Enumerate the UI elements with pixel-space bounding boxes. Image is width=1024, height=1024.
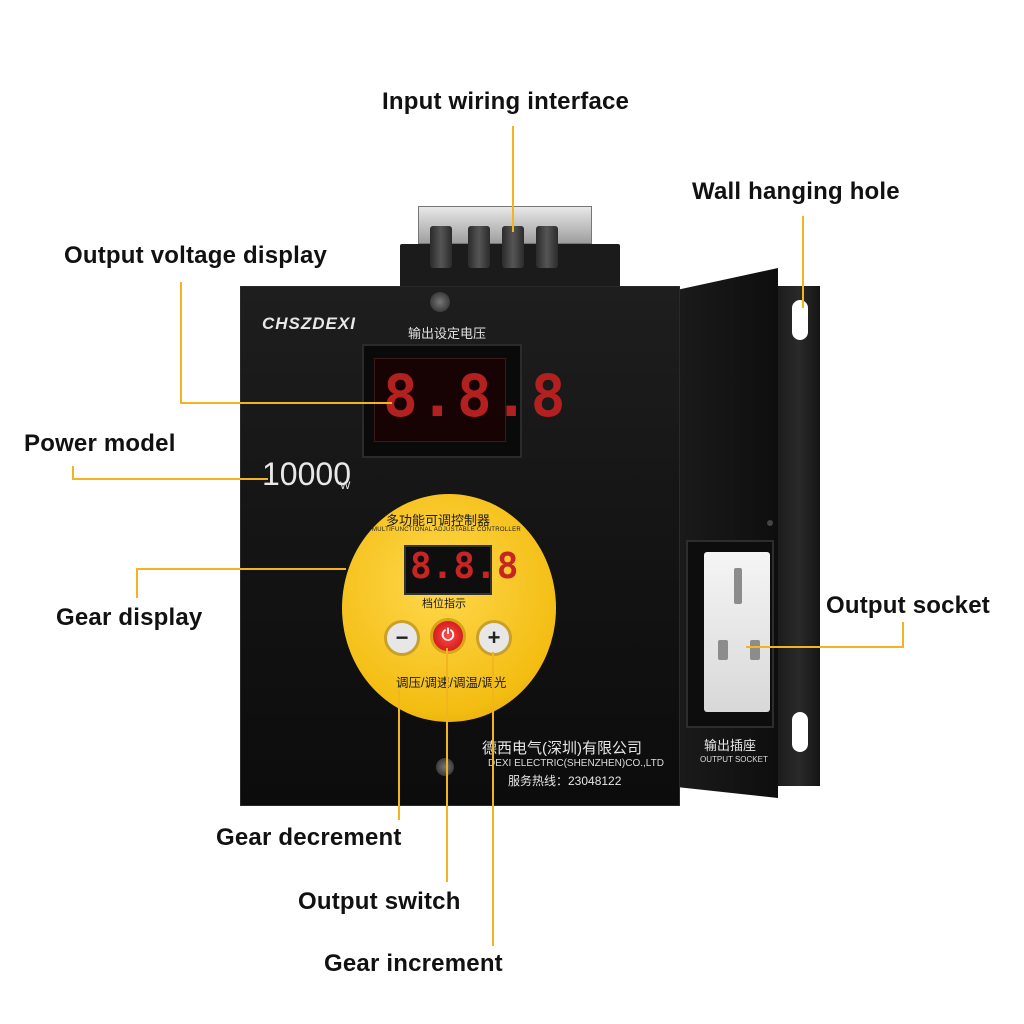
gear-increment-button[interactable]: + (476, 620, 512, 656)
screw-icon (430, 292, 450, 312)
brand-logo: CHSZDEXI (262, 314, 356, 333)
label-input-wiring: Input wiring interface (382, 88, 630, 115)
company-name-en: DEXI ELECTRIC(SHENZHEN)CO.,LTD (488, 758, 664, 769)
leader-line (136, 568, 346, 570)
wall-hanging-hole-top (792, 300, 808, 340)
power-unit-text: W (340, 480, 351, 492)
label-gear-increment: Gear increment (324, 950, 503, 977)
label-wall-hole: Wall hanging hole (692, 178, 900, 205)
leader-line (446, 648, 448, 882)
terminal-screw (502, 226, 524, 268)
dial-title: 多功能可调控制器 (386, 513, 491, 528)
label-gear-display: Gear display (56, 604, 203, 631)
voltage-display-caption: 输出设定电压 (408, 326, 487, 341)
label-output-voltage: Output voltage display (64, 242, 328, 269)
socket-pin-hole (750, 640, 760, 660)
voltage-readout: 8.8.8 (383, 362, 568, 430)
label-output-socket: Output socket (826, 592, 990, 619)
gear-display (404, 545, 492, 595)
leader-line (72, 478, 268, 480)
leader-line (492, 652, 494, 946)
socket-pin-hole (734, 568, 742, 604)
wall-hanging-hole-bottom (792, 712, 808, 752)
terminal-screw (468, 226, 490, 268)
gear-decrement-button[interactable]: − (384, 620, 420, 656)
leader-line (180, 282, 182, 404)
leader-line (802, 216, 804, 308)
leader-line (746, 646, 904, 648)
wall-bracket (778, 286, 820, 786)
terminal-screw (430, 226, 452, 268)
leader-line (136, 568, 138, 598)
control-dial (342, 494, 556, 722)
voltage-display-window (374, 358, 506, 442)
leader-line (180, 402, 392, 404)
gear-readout: 8.8.8 (410, 546, 519, 587)
gear-display-caption: 档位指示 (422, 598, 466, 610)
screw-icon (436, 758, 454, 776)
power-model-text: 10000 (262, 456, 351, 492)
leader-line (72, 466, 74, 480)
service-hotline: 服务热线：23048122 (508, 774, 622, 788)
dial-modes-text: 调压/调速/调温/调光 (396, 676, 507, 690)
rivet-icon (767, 520, 773, 526)
dial-subtitle: MULTIFUNCTIONAL ADJUSTABLE CONTROLLER (372, 527, 522, 533)
socket-caption-en: OUTPUT SOCKET (700, 755, 768, 764)
terminal-screw (536, 226, 558, 268)
leader-line (512, 126, 514, 232)
company-name: 德西电气(深圳)有限公司 (482, 740, 642, 757)
label-power-model: Power model (24, 430, 176, 457)
socket-pin-hole (718, 640, 728, 660)
leader-line (902, 622, 904, 648)
label-output-switch: Output switch (298, 888, 461, 915)
label-gear-decrement: Gear decrement (216, 824, 402, 851)
socket-caption: 输出插座 (704, 738, 757, 753)
output-switch-button[interactable]: ⏻ (430, 618, 466, 654)
leader-line (398, 690, 400, 820)
